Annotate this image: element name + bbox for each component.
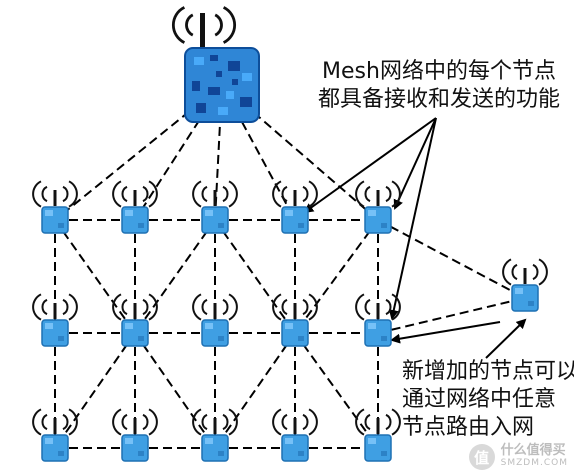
mesh-node [355,180,401,234]
wifi-signal-icon [192,180,238,208]
annotation-arrow [393,117,437,210]
mesh-node [192,408,238,462]
mesh-description-line1: Mesh网络中的每个节点 [322,59,556,84]
mesh-node [272,180,318,234]
wifi-signal-icon [192,408,238,436]
antenna-icon [523,268,527,284]
wifi-signal-icon [112,293,158,321]
new-mesh-node [502,258,548,312]
mesh-node [32,180,78,234]
wifi-signal-icon [272,180,318,208]
mesh-nodes [32,180,548,462]
wifi-signal-icon [192,293,238,321]
diagonal-link [134,332,216,449]
mesh-node [112,408,158,462]
annotation-arrow [485,318,527,359]
network-links [54,84,526,449]
diagonal-link [294,332,379,449]
wifi-signal-icon [502,258,548,286]
wifi-signal-icon [112,180,158,208]
antenna-icon [376,303,380,319]
diagonal-link [54,332,136,449]
antenna-icon [53,190,57,206]
mesh-node [272,293,318,347]
wifi-signal-icon [272,293,318,321]
wifi-signal-icon [272,408,318,436]
wifi-signal-icon [355,408,401,436]
annotation-arrow [303,117,437,214]
antenna-icon [213,418,217,434]
antenna-icon [376,190,380,206]
mesh-node [272,408,318,462]
new-node-link [377,219,526,299]
gateway-node [171,6,260,123]
watermark-logo-icon: 值 [468,444,495,470]
wifi-signal-icon [32,180,78,208]
new-node-description-line2: 通过网络中任意 [402,387,557,412]
annotation-arrow [390,321,501,344]
mesh-node [355,408,401,462]
mesh-node [355,293,401,347]
mesh-node [32,408,78,462]
watermark: 值 什么值得买 SMZDM.COM [468,443,568,470]
annotation-arrows [303,117,527,359]
antenna-icon [133,303,137,319]
new-node-description-line3: 节点路由入网 [402,415,535,440]
mesh-node [32,293,78,347]
mesh-node [112,293,158,347]
wifi-signal-icon [355,180,401,208]
antenna-icon [376,418,380,434]
wifi-signal-icon [355,293,401,321]
antenna-icon [133,418,137,434]
mesh-description-label: Mesh网络中的每个节点 都具备接收和发送的功能 [318,58,560,114]
wifi-signal-icon [171,6,237,44]
watermark-url: SMZDM.COM [500,458,568,468]
gateway-link [134,84,223,221]
antenna-icon [200,13,205,49]
mesh-node [112,180,158,234]
watermark-text: 什么值得买 [500,443,566,458]
new-node-link [377,297,526,334]
antenna-icon [293,190,297,206]
antenna-icon [213,303,217,319]
diagonal-link [54,219,136,334]
wifi-signal-icon [32,408,78,436]
antenna-icon [133,190,137,206]
wifi-signal-icon [112,408,158,436]
mesh-node [192,180,238,234]
antenna-icon [213,190,217,206]
antenna-icon [293,418,297,434]
annotation-arrow [388,117,437,320]
diagonal-link [214,332,296,449]
antenna-icon [53,418,57,434]
wifi-signal-icon [32,293,78,321]
mesh-description-line2: 都具备接收和发送的功能 [318,87,561,112]
new-node-description-line1: 新增加的节点可以 [402,359,574,384]
mesh-node [192,293,238,347]
diagonal-link [134,219,216,334]
diagonal-link [294,219,379,334]
diagonal-link [214,219,296,334]
antenna-icon [293,303,297,319]
antenna-icon [53,303,57,319]
new-node-description-label: 新增加的节点可以 通过网络中任意 节点路由入网 [402,358,574,442]
